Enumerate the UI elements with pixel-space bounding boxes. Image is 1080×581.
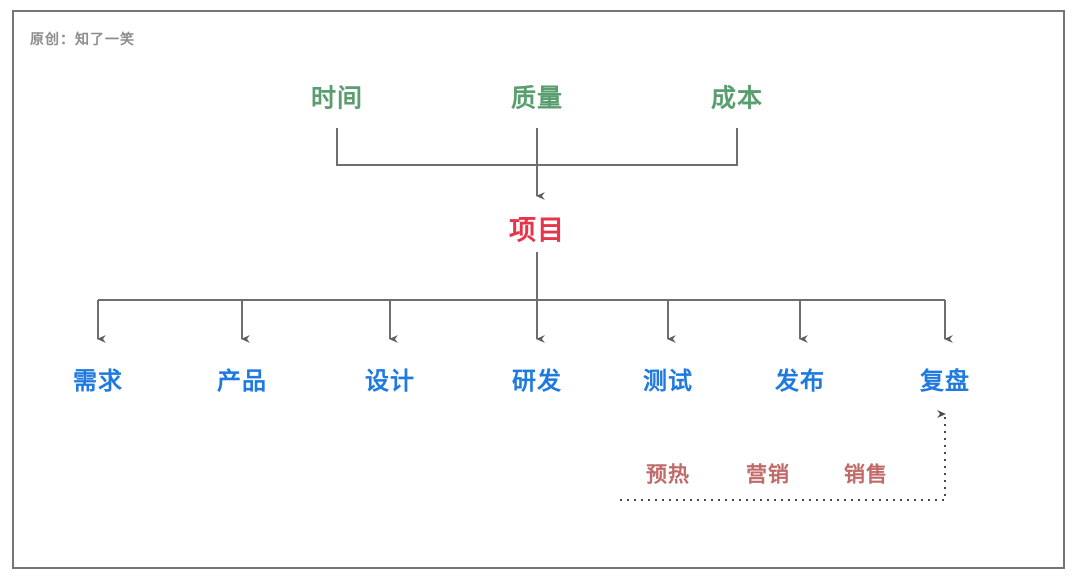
phase-node-product[interactable]: 产品 — [217, 368, 267, 395]
constraint-node-time[interactable]: 时间 — [310, 84, 364, 113]
phase-node-review[interactable]: 复盘 — [920, 368, 970, 395]
phase-node-development[interactable]: 研发 — [512, 368, 562, 395]
phase-node-requirements[interactable]: 需求 — [73, 368, 123, 395]
phase-node-release[interactable]: 发布 — [775, 368, 825, 395]
subphase-node-warmup[interactable]: 预热 — [646, 463, 690, 487]
constraint-node-cost[interactable]: 成本 — [710, 84, 764, 113]
credit-label: 原创：知了一笑 — [30, 31, 135, 47]
phase-node-design[interactable]: 设计 — [365, 368, 415, 395]
center-node-project[interactable]: 项目 — [509, 215, 565, 246]
subphase-node-sales[interactable]: 销售 — [844, 463, 888, 487]
constraint-node-quality[interactable]: 质量 — [510, 84, 564, 113]
phase-node-testing[interactable]: 测试 — [643, 368, 693, 395]
subphase-node-marketing[interactable]: 营销 — [746, 463, 790, 487]
